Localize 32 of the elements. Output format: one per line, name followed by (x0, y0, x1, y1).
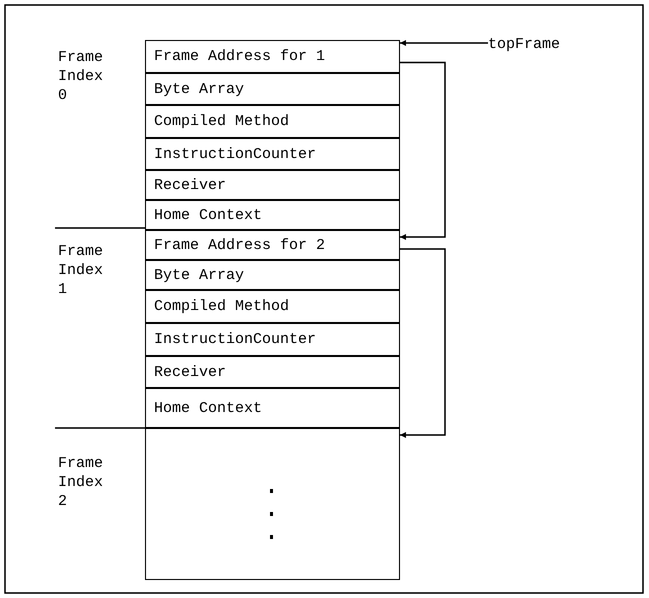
field-label: Byte Array (153, 266, 244, 284)
stack-row (145, 105, 400, 138)
field-label: Compiled Method (153, 298, 290, 315)
stack-row (145, 230, 400, 260)
stack-box (145, 428, 400, 580)
field-label: Home Context (153, 400, 262, 416)
pointer-label: topFrame (488, 36, 560, 52)
stack-row (145, 323, 400, 356)
field-label: Home Context (153, 206, 262, 224)
stack-row (145, 290, 400, 323)
stack-row (145, 356, 400, 388)
stack-row (145, 40, 400, 73)
stack-row (145, 200, 400, 230)
stack-row (145, 388, 400, 428)
frame-index-label: Frame Index 0 (58, 48, 104, 105)
stack-row (145, 170, 400, 200)
stack-row (145, 73, 400, 105)
field-label: Receiver (153, 176, 226, 194)
field-label: Receiver (153, 364, 226, 380)
field-label: InstructionCounter (153, 146, 316, 162)
stack-row (145, 260, 400, 290)
pointer-arrow (400, 62, 446, 240)
field-label: InstructionCounter (153, 331, 316, 348)
frame-index-label: Frame Index 1 (58, 242, 104, 299)
pointer-arrow (400, 40, 488, 46)
stack-row (145, 138, 400, 170)
field-label: Byte Array (153, 80, 244, 98)
pointer-arrow (400, 248, 446, 438)
frame-index-label: Frame Index 2 (58, 454, 104, 511)
field-label: Frame Address for 2 (153, 236, 326, 254)
field-label: Frame Address for 1 (153, 48, 326, 65)
field-label: Compiled Method (153, 113, 290, 130)
